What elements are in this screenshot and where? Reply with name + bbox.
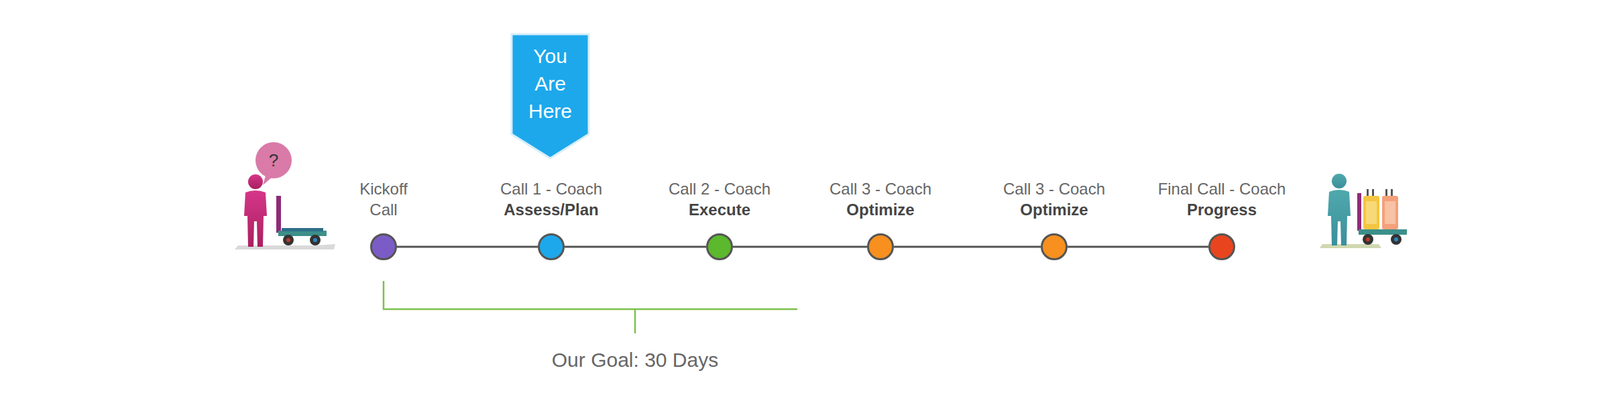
milestone-dot (537, 233, 565, 261)
traveller-right (1319, 173, 1407, 249)
phase-name: Optimize (846, 199, 914, 220)
goal-label: Our Goal: 30 Days (500, 348, 770, 373)
goal-bracket (383, 280, 798, 334)
banner-text: You Are Here (523, 42, 578, 125)
milestone: Call 2 - CoachExecute (632, 178, 807, 261)
milestone-dot (706, 233, 733, 261)
traveller-left (234, 142, 336, 250)
milestone-dot (1208, 233, 1236, 261)
call-name: Final Call - Coach (1158, 178, 1287, 200)
milestone: Call 3 - CoachOptimize (966, 178, 1142, 261)
timeline-segment (893, 246, 1041, 249)
call-name: Call 1 - Coach (500, 178, 603, 200)
call-name: Kickoff Call (350, 178, 418, 220)
question-mark: ? (260, 150, 288, 171)
timeline-segment (732, 246, 868, 249)
call-name: Call 3 - Coach (1003, 178, 1106, 200)
milestone-dot (867, 233, 894, 261)
phase-name: Assess/Plan (503, 199, 599, 220)
timeline-segment (1067, 246, 1209, 249)
call-name: Call 3 - Coach (829, 178, 932, 200)
timeline-segment (564, 246, 707, 249)
phase-name: Progress (1186, 199, 1257, 220)
milestone: Kickoff Call (296, 178, 471, 261)
you-are-here-banner: You Are Here (510, 32, 591, 160)
timeline-segment (396, 246, 538, 249)
call-name: Call 2 - Coach (668, 178, 771, 200)
milestone-dot (1040, 233, 1068, 261)
milestone: Final Call - CoachProgress (1134, 178, 1309, 261)
phase-name: Optimize (1019, 199, 1088, 220)
phase-name: Execute (688, 199, 751, 220)
milestone: Call 1 - CoachAssess/Plan (464, 178, 639, 261)
milestone-dot (370, 233, 397, 261)
milestone: Call 3 - CoachOptimize (793, 178, 968, 261)
